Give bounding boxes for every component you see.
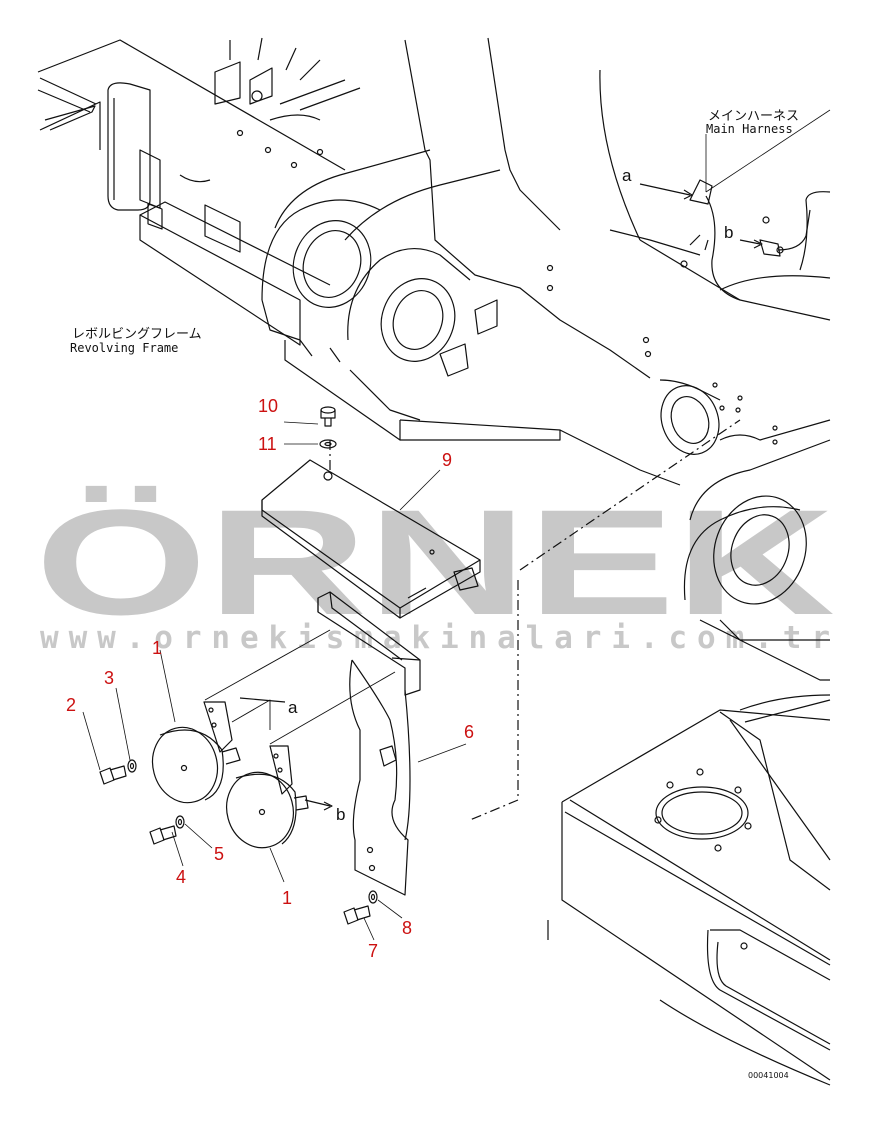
callout-leaders <box>82 421 467 941</box>
drawing-number: 00041004 <box>748 1071 789 1080</box>
revolving-frame-center <box>261 37 681 486</box>
revolving-frame-upper-right <box>599 69 831 723</box>
part-10-bolt <box>320 406 336 427</box>
watermark-brand: ÖRNEK <box>35 478 835 646</box>
ref-a-upper: a <box>622 166 632 185</box>
revolving-frame-label-en: Revolving Frame <box>70 341 178 355</box>
callout-6: 6 <box>464 722 474 742</box>
callout-10: 10 <box>258 396 278 416</box>
part-11-washer <box>319 439 337 449</box>
ref-a-lower: a <box>288 698 298 717</box>
reference-arrows <box>239 183 763 811</box>
callout-11: 11 <box>258 434 277 454</box>
callout-4: 4 <box>176 867 186 887</box>
ref-b-lower: b <box>336 805 345 824</box>
callout-numbers: 1 1 2 3 4 5 6 7 8 9 10 11 <box>66 396 474 961</box>
callout-1-lower: 1 <box>282 888 292 908</box>
ref-b-upper: b <box>724 223 733 242</box>
callout-9: 9 <box>442 450 452 470</box>
horn-wiring-leaders <box>204 629 396 745</box>
part-1-horn-lower <box>226 745 309 849</box>
part-5-washer <box>175 815 185 829</box>
callout-1-upper: 1 <box>152 638 162 658</box>
part-4-bolt <box>149 825 177 845</box>
part-9-cover <box>261 459 481 619</box>
part-7-bolt <box>343 905 371 925</box>
part-8-washer <box>368 890 378 904</box>
main-harness-label-jp: メインハーネス <box>708 109 799 124</box>
revolving-frame-lower-right <box>547 709 831 1086</box>
callout-8: 8 <box>402 918 412 938</box>
part-3-washer <box>127 759 137 773</box>
revolving-frame-upper-left <box>37 37 361 346</box>
label-leaders <box>705 109 831 193</box>
callout-2: 2 <box>66 695 76 715</box>
callout-7: 7 <box>368 941 378 961</box>
callout-3: 3 <box>104 668 114 688</box>
part-2-bolt <box>99 765 127 785</box>
callout-5: 5 <box>214 844 224 864</box>
main-harness-label-en: Main Harness <box>706 122 793 136</box>
part-6-bracket <box>317 591 421 896</box>
text-labels: メインハーネス Main Harness レボルビングフレーム Revolvin… <box>70 109 799 1080</box>
revolving-frame-label-jp: レボルビングフレーム <box>72 327 202 342</box>
line-art <box>37 37 831 1086</box>
part-1-horn-upper <box>151 701 241 804</box>
watermark: ÖRNEK www.ornekismakinalari.com.tr <box>35 478 835 656</box>
